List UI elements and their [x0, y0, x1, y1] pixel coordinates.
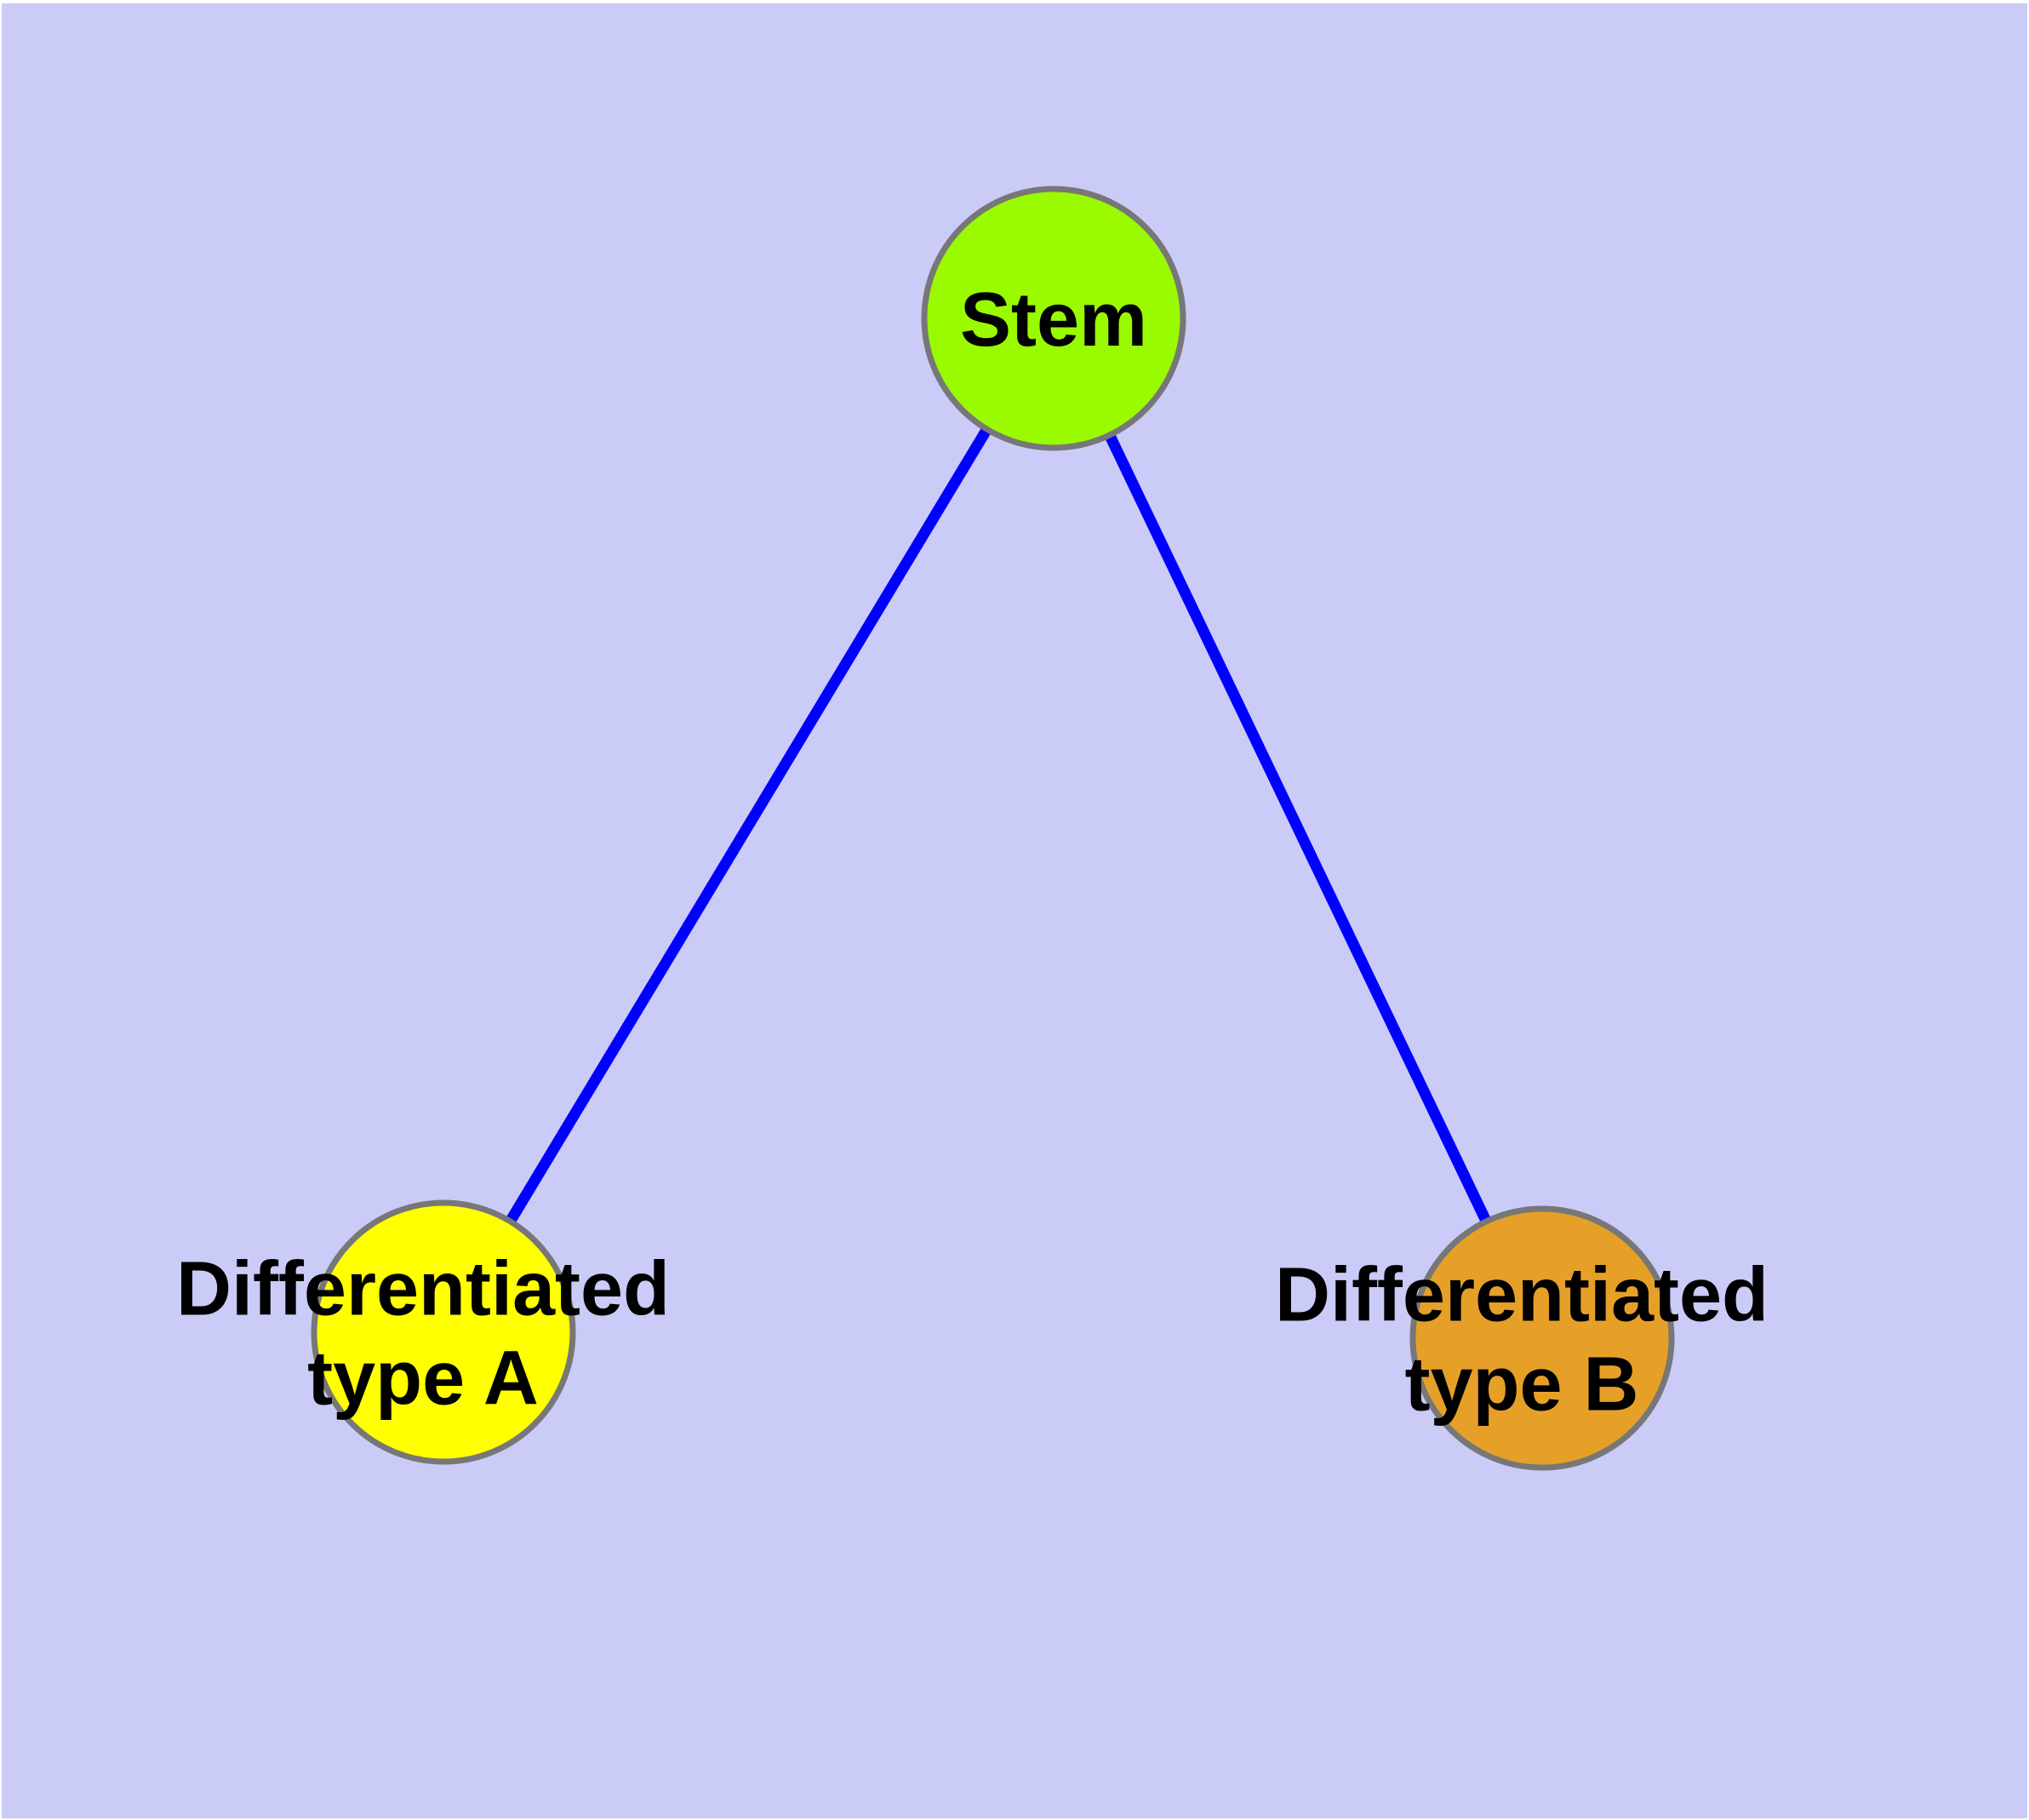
node-differentiated-type-a-circle	[311, 1199, 576, 1465]
edges-layer	[438, 315, 1547, 1341]
edge-stem-to-differentiated-type-a	[438, 315, 1059, 1336]
edge-stem-to-differentiated-type-b	[1049, 316, 1547, 1341]
node-stem-circle	[921, 186, 1186, 451]
node-stem-label: Stem	[960, 278, 1147, 363]
node-stem: Stem	[921, 186, 1186, 451]
node-differentiated-type-b-circle	[1409, 1205, 1675, 1471]
